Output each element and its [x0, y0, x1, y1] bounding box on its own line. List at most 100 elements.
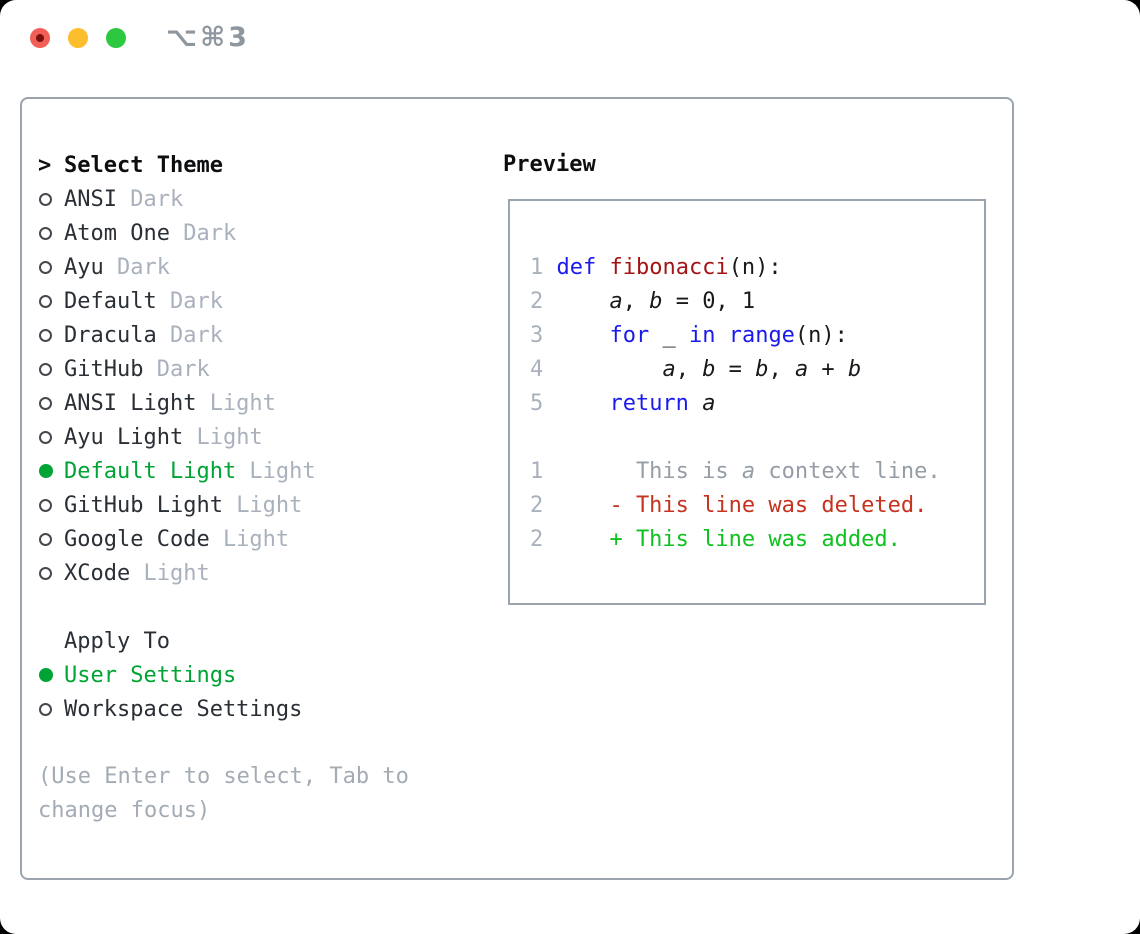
theme-option-default-light[interactable]: Default Light Light — [38, 454, 409, 488]
radio-icon — [38, 226, 64, 240]
radio-icon — [38, 498, 64, 512]
theme-option-label: Dracula — [64, 322, 157, 348]
radio-icon — [38, 396, 64, 410]
code-token: b — [755, 357, 769, 382]
theme-option-ansi-light[interactable]: ANSI Light Light — [38, 386, 409, 420]
minimize-button[interactable] — [68, 28, 88, 48]
radio-circle — [39, 702, 52, 716]
theme-option-default[interactable]: Default Dark — [38, 284, 409, 318]
radio-icon — [38, 532, 64, 546]
code-token: a — [794, 357, 809, 382]
apply-option-workspace-settings[interactable]: Workspace Settings — [38, 692, 409, 726]
theme-variant-badge: Dark — [116, 254, 170, 280]
code-token: , — [675, 357, 703, 382]
code-token: in — [688, 323, 716, 348]
hint-line: change focus) — [38, 798, 211, 823]
code-token — [556, 391, 609, 416]
code-line: 1 def fibonacci(n): — [530, 251, 941, 285]
theme-variant-badge: Light — [249, 458, 316, 484]
code-token: _ — [649, 323, 689, 348]
line-number: 2 — [530, 289, 544, 314]
radio-icon — [38, 192, 64, 206]
code-token: a — [662, 357, 676, 382]
theme-option-label: Atom One — [64, 220, 170, 246]
code-token: def — [556, 255, 597, 280]
line-number: 3 — [530, 323, 544, 348]
code-line: 2 - This line was deleted. — [530, 489, 941, 523]
code-token: a — [741, 459, 756, 484]
line-number: 2 — [530, 493, 544, 518]
code-token — [556, 357, 662, 382]
code-line: 1 This is a context line. — [530, 455, 941, 489]
theme-variant-badge: Light — [143, 560, 210, 586]
apply-to-heading: Apply To — [38, 624, 409, 658]
theme-variant-badge: Dark — [169, 322, 223, 348]
radio-icon — [38, 294, 64, 308]
radio-circle — [39, 328, 52, 342]
radio-circle — [39, 260, 52, 274]
code-token: This is — [556, 459, 742, 484]
theme-variant-badge: Dark — [169, 288, 223, 314]
code-line: 2 + This line was added. — [530, 523, 941, 557]
line-number: 4 — [530, 357, 544, 382]
theme-option-label: Default — [64, 288, 157, 314]
code-token: b — [702, 357, 716, 382]
code-token — [556, 289, 609, 314]
radio-circle — [39, 362, 52, 376]
radio-circle — [39, 430, 52, 444]
code-token: fibonacci — [609, 255, 729, 280]
prompt-icon: > — [38, 152, 52, 178]
close-button[interactable] — [30, 28, 50, 48]
radio-circle — [39, 396, 52, 410]
select-theme-heading: > Select Theme — [38, 148, 409, 182]
radio-icon — [38, 702, 64, 716]
code-token: return — [609, 391, 689, 416]
line-number: 2 — [530, 527, 544, 552]
theme-option-label: Default Light — [64, 458, 237, 484]
theme-option-label: GitHub Light — [64, 492, 223, 518]
section-heading: Select Theme — [64, 152, 223, 178]
zoom-button[interactable] — [106, 28, 126, 48]
preview-heading: Preview — [503, 152, 596, 177]
radio-circle — [39, 668, 53, 682]
radio-selected-icon — [38, 668, 64, 682]
code-line: 5 return a — [530, 387, 941, 421]
window-title: ⌥⌘3 — [166, 22, 250, 53]
theme-variant-badge: Light — [209, 390, 276, 416]
theme-option-github[interactable]: GitHub Dark — [38, 352, 409, 386]
theme-option-label: ANSI Light — [64, 390, 197, 416]
theme-option-label: GitHub — [64, 356, 144, 382]
theme-variant-badge: Dark — [156, 356, 210, 382]
radio-icon — [38, 430, 64, 444]
code-line — [530, 421, 941, 455]
radio-circle — [39, 294, 52, 308]
code-line: 4 a, b = b, a + b — [530, 353, 941, 387]
code-token: , — [768, 357, 795, 382]
radio-selected-icon — [38, 464, 64, 478]
section-gap — [38, 590, 409, 624]
radio-circle — [39, 192, 52, 206]
line-number: 1 — [530, 255, 544, 280]
section-heading: Apply To — [64, 628, 170, 654]
code-token: a — [702, 391, 716, 416]
theme-option-label: Google Code — [64, 526, 210, 552]
section-gap — [38, 726, 409, 760]
code-token: , — [622, 289, 650, 314]
apply-option-label: User Settings — [64, 662, 237, 688]
apply-option-label: Workspace Settings — [64, 696, 303, 722]
code-token: (n): — [728, 255, 782, 280]
theme-option-dracula[interactable]: Dracula Dark — [38, 318, 409, 352]
radio-icon — [38, 362, 64, 376]
apply-option-user-settings[interactable]: User Settings — [38, 658, 409, 692]
code-token — [556, 323, 609, 348]
